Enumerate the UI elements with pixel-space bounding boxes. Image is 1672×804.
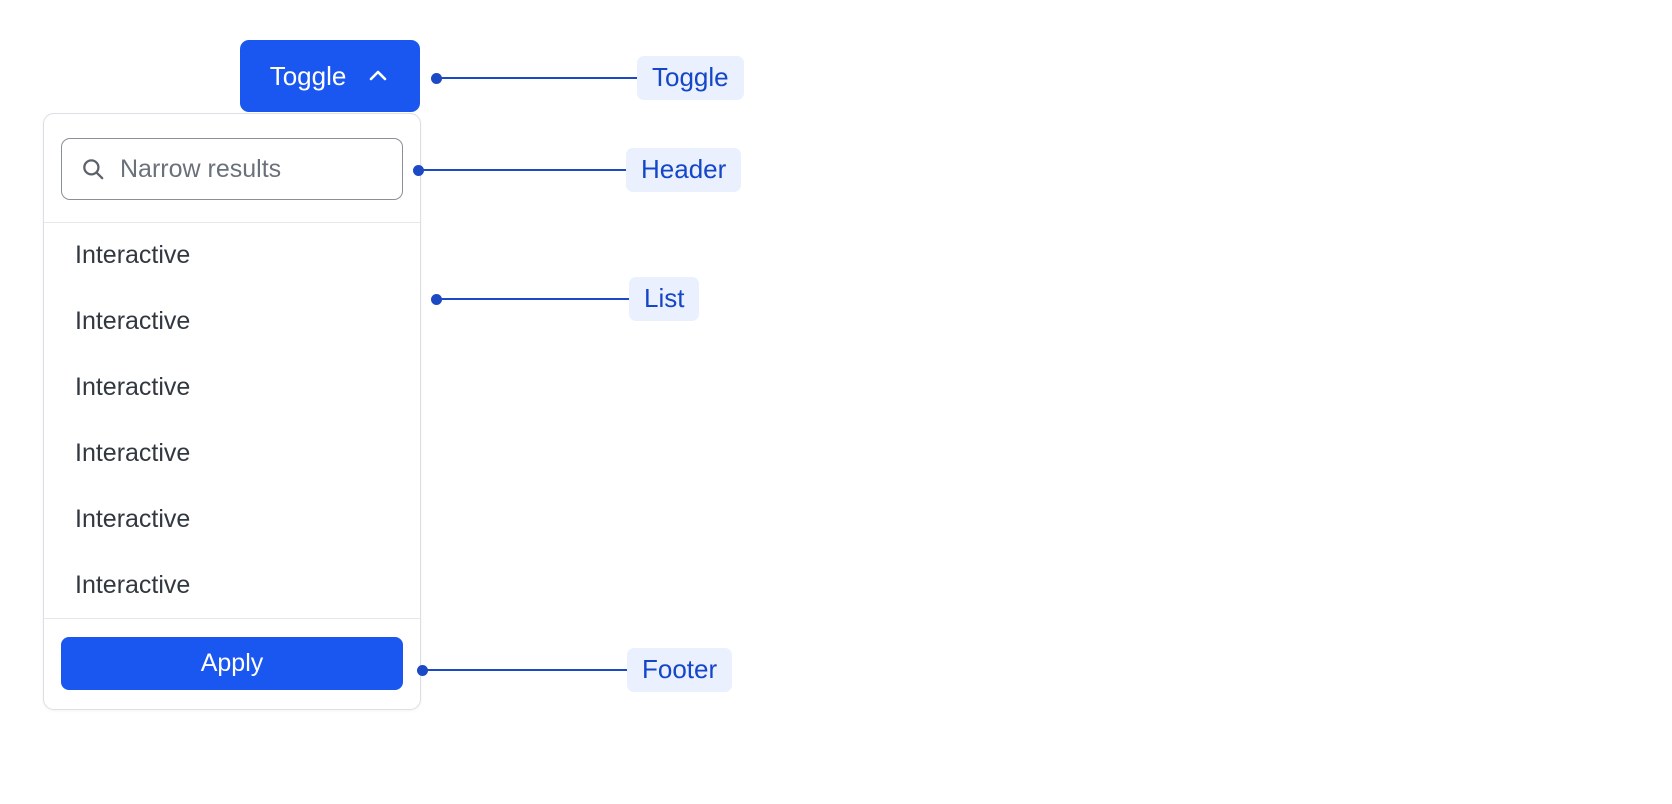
- chevron-up-icon: [366, 64, 390, 88]
- annotation-dot-icon: [431, 72, 442, 84]
- list-item[interactable]: Interactive: [44, 486, 420, 552]
- annotation-label-footer: Footer: [627, 647, 733, 693]
- annotation-dot-icon: [413, 164, 424, 176]
- list-item[interactable]: Interactive: [44, 420, 420, 486]
- dropdown-list: Interactive Interactive Interactive Inte…: [44, 223, 420, 618]
- dropdown-footer: Apply: [44, 618, 420, 709]
- annotation-dot-icon: [431, 293, 442, 305]
- dropdown-header: [44, 114, 420, 223]
- search-box[interactable]: [61, 138, 420, 200]
- list-item-label: Interactive: [75, 438, 191, 467]
- list-item-label: Interactive: [75, 241, 191, 270]
- list-item-label: Interactive: [75, 373, 191, 402]
- toggle-button-label: Toggle: [269, 61, 347, 91]
- list-item-label: Interactive: [75, 504, 191, 533]
- list-item[interactable]: Interactive: [44, 355, 420, 421]
- annotation-label-header: Header: [626, 147, 742, 193]
- list-item[interactable]: Interactive: [44, 289, 420, 355]
- search-icon: [80, 156, 106, 182]
- annotation-leader-line: [423, 168, 626, 172]
- annotation-label-list: List: [629, 276, 700, 322]
- list-item-label: Interactive: [75, 307, 191, 336]
- annotation-leader-line: [441, 76, 637, 80]
- list-item-label: Interactive: [75, 570, 191, 599]
- list-item[interactable]: Interactive: [44, 223, 420, 289]
- annotation-dot-icon: [417, 664, 428, 676]
- apply-button[interactable]: Apply: [61, 637, 403, 690]
- dropdown-panel: Interactive Interactive Interactive Inte…: [43, 113, 421, 710]
- list-item[interactable]: Interactive: [44, 552, 420, 618]
- annotation-leader-line: [427, 668, 627, 672]
- annotation-label-toggle: Toggle: [637, 55, 744, 101]
- search-input[interactable]: [120, 139, 420, 199]
- toggle-button[interactable]: Toggle: [240, 40, 420, 112]
- annotation-leader-line: [441, 297, 629, 301]
